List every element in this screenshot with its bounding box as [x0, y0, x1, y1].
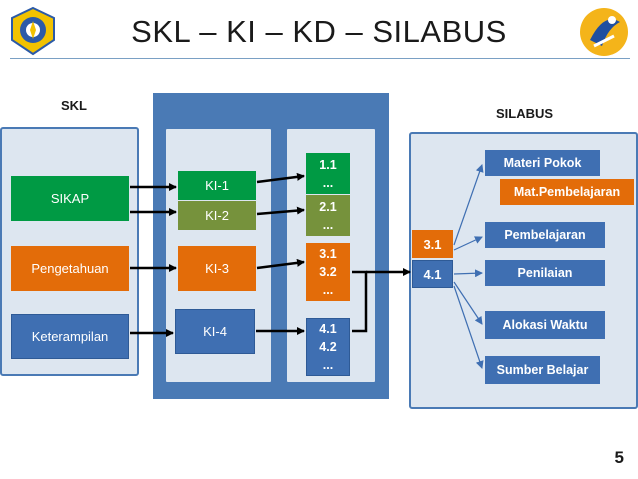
- kd-item: 4.2: [319, 340, 337, 354]
- kd-group-3: 3.1 3.2 ...: [306, 243, 350, 301]
- arrow-ki1-kd1: [256, 172, 305, 184]
- arrow-ki3-kd3: [256, 258, 305, 270]
- kd-item: 2.1: [319, 199, 337, 214]
- silabus-alokasi-waktu: Alokasi Waktu: [485, 311, 605, 339]
- ki-4: KI-4: [175, 309, 255, 354]
- link-penilaian: [453, 269, 483, 278]
- kd-group-1: 1.1 ...: [306, 153, 350, 194]
- ki-3: KI-3: [178, 246, 256, 291]
- link-sumber-belajar: [453, 285, 484, 369]
- header-skl: SKL: [61, 98, 87, 113]
- skl-keterampilan: Keterampilan: [11, 314, 129, 359]
- selected-kd-3: 3.1: [412, 230, 453, 258]
- link-pembelajaran: [453, 236, 483, 251]
- kd-item: 1.1: [319, 157, 337, 172]
- page-title: SKL – KI – KD – SILABUS: [131, 14, 507, 49]
- kd-item: 3.2: [319, 265, 337, 279]
- arrow-kd-to-silabus: [352, 270, 368, 333]
- skl-sikap: SIKAP: [11, 176, 129, 221]
- kd-item: ...: [322, 175, 334, 190]
- selected-kd-4: 4.1: [412, 260, 453, 288]
- title-divider: [10, 58, 630, 59]
- kd-item: 4.1: [319, 322, 337, 336]
- kd-item: 3.1: [319, 247, 337, 261]
- kd-item: ...: [322, 217, 334, 232]
- silabus-materi-pokok: Materi Pokok: [485, 150, 600, 176]
- silabus-sumber-belajar: Sumber Belajar: [485, 356, 600, 384]
- link-alokasi-waktu: [453, 281, 483, 325]
- kd-item: ...: [322, 283, 334, 297]
- page-number: 5: [614, 448, 624, 467]
- skl-pengetahuan: Pengetahuan: [11, 246, 129, 291]
- kemdikbud-logo: [8, 6, 58, 56]
- kd-group-4: 4.1 4.2 ...: [306, 318, 350, 376]
- arrow-ki2-kd2: [256, 206, 305, 216]
- ki-1: KI-1: [178, 171, 256, 200]
- kurikulum-logo: [578, 6, 630, 58]
- silabus-mat-pembelajaran: Mat.Pembelajaran: [500, 179, 634, 205]
- kd-item: ...: [322, 358, 334, 372]
- ki-2: KI-2: [178, 201, 256, 230]
- link-materi-pokok: [453, 164, 484, 246]
- kd-group-2: 2.1 ...: [306, 195, 350, 236]
- silabus-penilaian: Penilaian: [485, 260, 605, 286]
- header-silabus: SILABUS: [496, 106, 554, 121]
- silabus-pembelajaran: Pembelajaran: [485, 222, 605, 248]
